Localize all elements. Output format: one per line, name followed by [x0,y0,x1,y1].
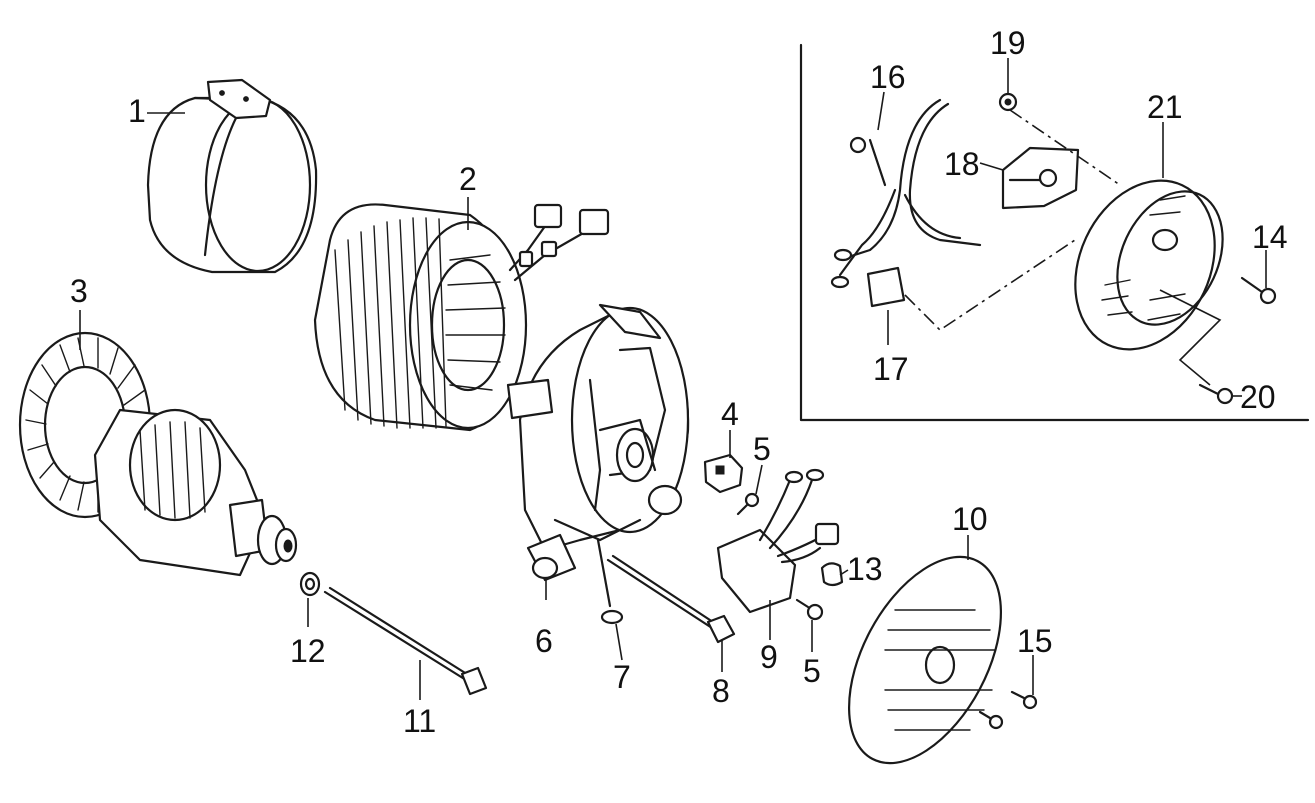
part-11-long-bolt[interactable] [323,586,488,696]
part-3-rotor[interactable] [18,331,298,577]
part-5-screw-lower[interactable] [795,598,824,621]
part-5-screw-upper[interactable] [736,492,760,516]
part-4-brush-holder[interactable] [703,453,744,494]
label-part-19: 19 [990,25,1026,61]
label-part-2: 2 [459,161,477,197]
part-labels: 1 2 3 4 5 5 6 7 8 9 10 11 12 13 14 15 16… [70,25,1288,739]
label-part-3: 3 [70,273,88,309]
label-part-7: 7 [613,659,631,695]
label-part-16: 16 [870,59,906,95]
label-part-15: 15 [1017,623,1053,659]
assembly-lines [904,109,1222,386]
part-16-wiring-harness[interactable] [830,98,982,289]
part-8-through-bolt[interactable] [606,554,736,644]
label-part-13: 13 [847,551,883,587]
label-part-11: 11 [403,703,436,739]
part-20-screw[interactable] [1198,383,1234,405]
part-6-end-housing[interactable] [506,303,690,582]
leader-lines [79,58,1267,700]
part-21-control-box[interactable] [1049,158,1243,372]
part-17-terminal[interactable] [866,266,906,308]
label-part-17: 17 [873,351,909,387]
part-1-band[interactable] [146,78,318,274]
label-part-5-upper: 5 [753,431,771,467]
part-12-washer[interactable] [299,571,321,597]
part-7-screw[interactable] [596,538,624,625]
label-part-18: 18 [944,146,980,182]
label-part-1: 1 [128,93,146,129]
part-10-cover-plate[interactable] [818,532,1033,788]
label-part-4: 4 [721,396,739,432]
label-part-6: 6 [535,623,553,659]
part-13-clip[interactable] [820,562,844,587]
label-part-14: 14 [1252,219,1288,255]
label-part-9: 9 [760,639,778,675]
part-15-screw[interactable] [978,690,1038,730]
label-part-20: 20 [1240,379,1276,415]
part-19-nut[interactable] [998,92,1018,112]
part-2-stator[interactable] [313,203,610,432]
part-18-receptacle[interactable] [1001,146,1080,210]
part-9-avr[interactable] [716,468,840,614]
part-14-screw[interactable] [1240,276,1277,305]
label-part-12: 12 [290,633,326,669]
label-part-21: 21 [1147,89,1183,125]
label-part-10: 10 [952,501,988,537]
label-part-5-lower: 5 [803,653,821,689]
label-part-8: 8 [712,673,730,709]
inset-frame [799,43,1310,422]
